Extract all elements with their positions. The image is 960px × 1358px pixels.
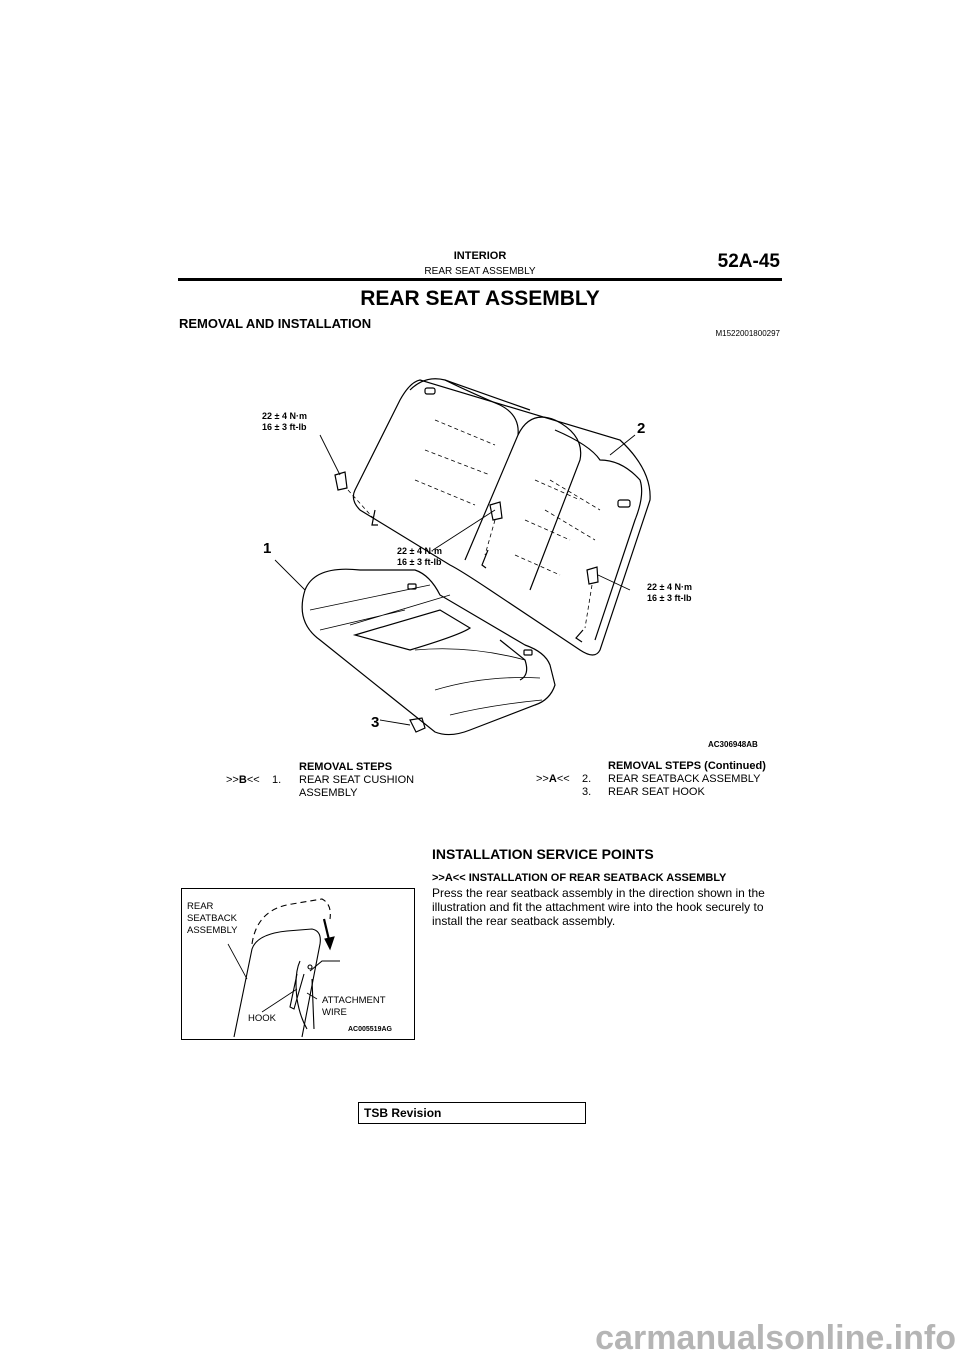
bolt-left (334, 471, 348, 491)
watermark: carmanualsonline.info (595, 1319, 956, 1357)
step-num-2: 2. (582, 773, 592, 785)
step-ref-b: >>B<< (226, 774, 260, 786)
torque-label-left: 22 ± 4 N·m 16 ± 3 ft-lb (262, 411, 307, 432)
label-hook: HOOK (248, 1013, 276, 1024)
step-text-3: REAR SEAT HOOK (608, 786, 705, 798)
header-rule (178, 278, 782, 281)
rear-seat-diagram (274, 378, 651, 736)
tsb-revision-box: TSB Revision (358, 1102, 586, 1124)
doc-code: M1522001800297 (715, 329, 780, 338)
removal-steps-heading: REMOVAL STEPS (299, 761, 393, 773)
page-title: REAR SEAT ASSEMBLY (360, 287, 600, 310)
step-text-1: REAR SEAT CUSHION ASSEMBLY (299, 774, 415, 799)
callout-2: 2 (637, 420, 646, 437)
page-number: 52A-45 (717, 251, 780, 272)
seatback-hook-figure: REAR SEATBACK ASSEMBLY ATTACHMENT WIRE H… (181, 888, 415, 1040)
tsb-revision-label: TSB Revision (364, 1106, 442, 1120)
label-rear-seatback: REAR SEATBACK ASSEMBLY (187, 901, 238, 936)
removal-heading: REMOVAL AND INSTALLATION (179, 316, 372, 331)
torque-label-right: 22 ± 4 N·m 16 ± 3 ft-lb (647, 582, 692, 603)
header-subsection: REAR SEAT ASSEMBLY (424, 266, 536, 277)
bolt-center (489, 501, 503, 521)
step-text-2: REAR SEATBACK ASSEMBLY (608, 773, 761, 785)
torque-label-center: 22 ± 4 N·m 16 ± 3 ft-lb (397, 546, 442, 567)
seat-cushion-outline (301, 568, 556, 736)
figure1-code: AC306948AB (708, 740, 758, 749)
callout-3: 3 (371, 714, 380, 731)
label-attachment-wire: ATTACHMENT WIRE (322, 995, 386, 1018)
seatback-hook-diagram (227, 898, 340, 1038)
install-body: Press the rear seatback assembly in the … (432, 886, 765, 928)
step-ref-a: >>A<< (536, 773, 570, 785)
bolt-right (586, 566, 599, 585)
rear-seat-hook-part (409, 717, 426, 733)
step-num-1: 1. (272, 774, 282, 786)
callout-1: 1 (263, 540, 272, 557)
step-num-3: 3. (582, 786, 592, 798)
removal-steps-continued-heading: REMOVAL STEPS (Continued) (608, 760, 766, 772)
figure2-code: AC005519AG (348, 1026, 392, 1033)
header-section: INTERIOR (453, 250, 507, 262)
install-heading: INSTALLATION SERVICE POINTS (432, 846, 654, 862)
install-subheading: >>A<< INSTALLATION OF REAR SEATBACK ASSE… (432, 872, 727, 884)
seatback-outline (352, 379, 651, 656)
